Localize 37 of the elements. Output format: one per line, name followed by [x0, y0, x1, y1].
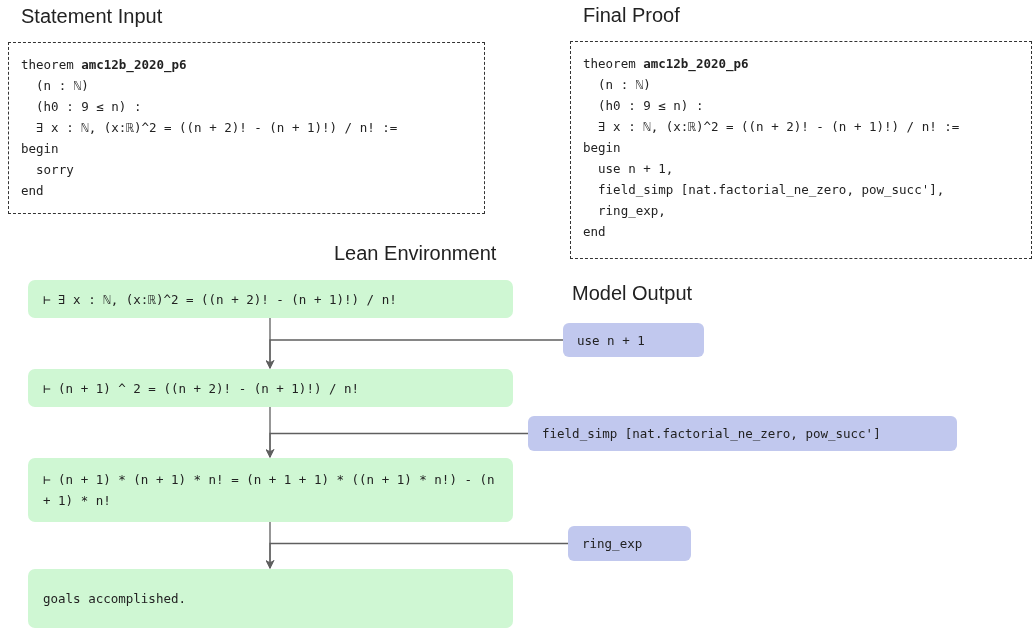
code-line: theorem amc12b_2020_p6 — [583, 55, 749, 74]
code-line: (h0 : 9 ≤ n) : — [597, 97, 704, 115]
tactic-text: use n + 1 — [577, 331, 645, 350]
code-line: theorem amc12b_2020_p6 — [21, 56, 187, 75]
goal-text: ⊢ (n + 1) ^ 2 = ((n + 2)! - (n + 1)!) / n! — [43, 379, 360, 398]
tactic-box — [528, 416, 957, 451]
goal-box — [28, 280, 513, 318]
connector-arrow — [265, 432, 529, 458]
goal-box — [28, 369, 513, 407]
goal-box — [28, 458, 513, 522]
tactic-box — [563, 323, 704, 357]
column-heading: Model Output — [572, 282, 693, 305]
goal-box — [28, 569, 513, 628]
code-line: (h0 : 9 ≤ n) : — [35, 98, 142, 116]
tactic-box — [568, 526, 691, 561]
goal-text: ⊢ ∃ x : ℕ, (x:ℝ)^2 = ((n + 2)! - (n + 1)!) / n! — [43, 290, 397, 309]
code-line: ∃ x : ℕ, (x:ℝ)^2 = ((n + 2)! - (n + 1)!) / n! := — [597, 118, 960, 136]
connector-arrow — [265, 542, 569, 569]
code-line: end — [583, 223, 606, 241]
code-line: begin — [583, 139, 621, 157]
panel-title: Statement Input — [21, 5, 163, 28]
connector-arrow — [265, 339, 564, 369]
column-heading: Lean Environment — [334, 242, 497, 265]
code-line: end — [21, 182, 44, 200]
code-line: sorry — [35, 161, 74, 179]
code-line: field_simp [nat.factorial_ne_zero, pow_succ'], — [597, 181, 945, 199]
goal-text: ⊢ (n + 1) * (n + 1) * n! = (n + 1 + 1) * ((n + 1) * n!) - (n + 1) * n! — [43, 471, 496, 510]
code-line: begin — [21, 140, 59, 158]
panel-title: Final Proof — [583, 4, 680, 27]
tactic-text: ring_exp — [582, 535, 643, 553]
code-line: ∃ x : ℕ, (x:ℝ)^2 = ((n + 2)! - (n + 1)!) / n! := — [35, 119, 398, 137]
code-line: use n + 1, — [597, 160, 674, 178]
code-line: ring_exp, — [597, 202, 666, 220]
goal-text: goals accomplished. — [43, 590, 186, 608]
tactic-text: field_simp [nat.factorial_ne_zero, pow_succ'] — [542, 425, 881, 443]
code-line: (n : ℕ) — [597, 76, 651, 94]
code-line: (n : ℕ) — [35, 77, 89, 95]
